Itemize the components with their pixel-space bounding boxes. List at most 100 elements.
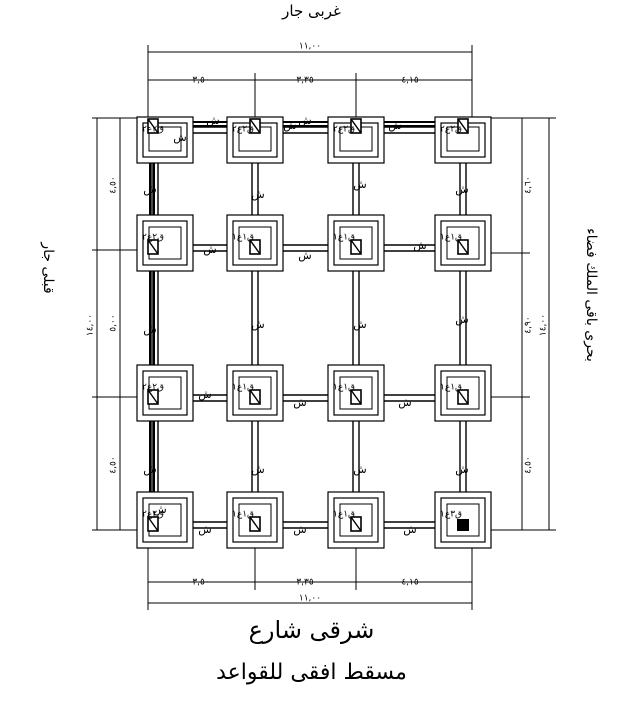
footing-label: ق١ع١: [333, 233, 355, 243]
footing-neck: [339, 376, 373, 410]
footing-label: ق٣ع١: [440, 510, 462, 520]
dim-right-span: ٤,٦٠: [524, 176, 534, 193]
column-diagonal: [147, 516, 159, 532]
beam-label: ش: [353, 318, 366, 331]
footing-outline: [136, 491, 194, 549]
footing-outline: [136, 116, 194, 164]
footing-label: ق١ع١: [333, 383, 355, 393]
footing: [434, 491, 492, 549]
dim-left-span: ٥,٠٠: [109, 314, 119, 331]
column-diagonal: [457, 118, 469, 134]
beam-label: ش: [173, 131, 186, 144]
column-diagonal: [457, 389, 469, 405]
beam-label: ش: [143, 183, 156, 196]
footing-outline: [333, 220, 379, 266]
beam-label: ش: [398, 396, 411, 409]
beam-label: ش: [413, 239, 426, 252]
column-diagonal: [457, 239, 469, 255]
dim-left-total: ١٤,٠٠: [86, 314, 96, 336]
beam-label: ش: [251, 463, 264, 476]
dim-left-span: ٤,٥٠: [109, 456, 119, 473]
column-diagonal: [147, 389, 159, 405]
beam-label: ش: [455, 183, 468, 196]
beam-label: ش: [198, 388, 211, 401]
footing: [434, 364, 492, 422]
footing-neck: [446, 376, 480, 410]
dim-right-span: ٤,٥٠: [524, 456, 534, 473]
footing-label: ق١ع١: [232, 383, 254, 393]
beam-label: ش: [353, 463, 366, 476]
column-diagonal: [249, 389, 261, 405]
footing-label: ق١ع١: [333, 510, 355, 520]
beam-label: ش: [293, 523, 306, 536]
column-diagonal: [350, 516, 362, 532]
column-diagonal: [249, 516, 261, 532]
beam-label: ش: [283, 119, 296, 132]
footing: [136, 491, 194, 549]
dim-right-span: ٤,٩٠: [524, 316, 534, 333]
dim-bottom-span: ٣,٣٥: [296, 578, 314, 588]
footings: [136, 116, 492, 549]
footing: [226, 491, 284, 549]
footing: [327, 364, 385, 422]
tie-beams: [149, 121, 469, 529]
footing-outline: [333, 497, 379, 543]
beam-label: ش: [353, 178, 366, 191]
footing-label: ق٢ع٢: [333, 125, 355, 135]
beam-label: ش: [251, 188, 264, 201]
beam-label: ش: [298, 249, 311, 262]
footing: [226, 116, 284, 164]
column-diagonal: [249, 118, 261, 134]
dim-bottom-span: ٤,١٥: [401, 578, 419, 588]
east-side-label: بحرى باقى الملك فضاء: [583, 228, 599, 362]
footing-label: ق٢ع٢: [142, 510, 164, 520]
beam-label: ش: [455, 313, 468, 326]
footing-label: ق٢ع٢: [142, 233, 164, 243]
west-neighbor-label: قبلى جار: [40, 242, 56, 294]
dim-left-span: ٤,٥٠: [109, 176, 119, 193]
column-diagonal: [350, 118, 362, 134]
south-street-label: شرقى شارع: [248, 616, 375, 644]
beam-label: ش: [143, 463, 156, 476]
north-neighbor-label: غربى جار: [282, 2, 341, 20]
footing: [434, 214, 492, 272]
plan-title: مسقط افقى للقواعد: [216, 660, 407, 685]
dim-top-total: ١١,٠٠: [299, 42, 321, 52]
footing-outline: [440, 220, 486, 266]
footing-label: ق٢ع٢: [232, 125, 254, 135]
footing-label: ق٢ع٢: [142, 383, 164, 393]
beam-label: ش: [298, 114, 311, 127]
column-diagonal: [350, 239, 362, 255]
footing: [434, 116, 492, 164]
column-diagonal: [249, 239, 261, 255]
footing-label: ق١ع١: [440, 233, 462, 243]
footing-label: ق٢ع٢: [142, 125, 164, 135]
footing-label: ق١ع١: [440, 383, 462, 393]
footing-label: ق٢ع٢: [440, 125, 462, 135]
dim-top-span: ٤,١٥: [401, 76, 419, 86]
footing-neck: [339, 226, 373, 260]
footing: [327, 491, 385, 549]
column-diagonal: [350, 389, 362, 405]
column-diagonal: [147, 239, 159, 255]
dim-right-total: ١٤,٠٠: [539, 314, 549, 336]
footing-neck: [339, 503, 373, 537]
footing-outline: [136, 364, 194, 422]
footing-outline: [136, 214, 194, 272]
footing-neck: [446, 226, 480, 260]
dim-top-span: ٣,٥٠: [192, 76, 209, 86]
beam-label: ش: [388, 119, 401, 132]
footing-neck: [148, 126, 182, 152]
footing: [327, 214, 385, 272]
footing: [136, 364, 194, 422]
footing-outline: [440, 370, 486, 416]
footing-label: ق١ع١: [232, 510, 254, 520]
footing-outline: [232, 370, 278, 416]
footing: [327, 116, 385, 164]
footing-outline: [232, 220, 278, 266]
footing-outline: [440, 497, 486, 543]
footing: [136, 116, 194, 164]
beam-label: ش: [198, 523, 211, 536]
